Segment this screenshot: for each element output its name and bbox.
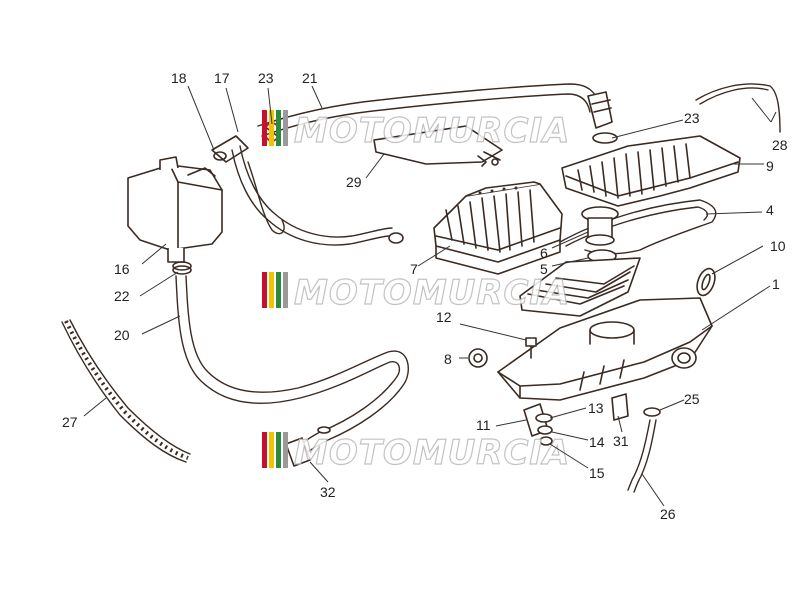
reservoir-tank — [127, 156, 223, 263]
watermark-middle: MOTOMURCIA — [262, 272, 570, 314]
callout-1: 1 — [772, 276, 780, 292]
watermark-stripe-red — [262, 110, 267, 146]
hose-clamp-lower — [172, 261, 192, 275]
callout-labels: 18 17 23 21 29 23 28 9 4 10 1 6 5 7 16 2… — [62, 70, 788, 522]
watermark-stripe-yellow — [269, 110, 274, 146]
watermark-stripe-green — [276, 432, 281, 468]
callout-12: 12 — [436, 309, 452, 325]
callout-20: 20 — [114, 327, 130, 343]
callout-31: 31 — [613, 433, 629, 449]
callout-7: 7 — [410, 261, 418, 277]
lid-gasket — [559, 199, 717, 255]
watermark-stripe-grey — [283, 110, 288, 146]
watermark-stripe-grey — [283, 272, 288, 308]
watermark-text: MOTOMURCIA — [294, 433, 570, 473]
callout-11: 11 — [476, 417, 491, 433]
hose-end-fitting — [285, 426, 331, 467]
drain-tube — [627, 407, 661, 493]
mounting-hardware — [523, 393, 629, 446]
callout-27: 27 — [62, 414, 78, 430]
callout-21: 21 — [302, 70, 318, 86]
callout-14: 14 — [589, 434, 605, 450]
callout-4: 4 — [766, 202, 774, 218]
screw — [525, 337, 537, 359]
callout-22: 22 — [114, 288, 130, 304]
grommet — [468, 348, 488, 368]
callout-32: 32 — [320, 484, 336, 500]
watermark-stripe-yellow — [269, 272, 274, 308]
callout-23-left: 23 — [258, 70, 274, 86]
breather-hose — [257, 83, 613, 137]
callout-6: 6 — [540, 245, 548, 261]
watermark-text: MOTOMURCIA — [294, 273, 570, 313]
mounting-bracket — [373, 125, 503, 167]
callout-25: 25 — [684, 391, 700, 407]
callout-13: 13 — [588, 400, 604, 416]
small-cable — [695, 83, 781, 133]
airbox-body — [497, 297, 713, 401]
watermark-text: MOTOMURCIA — [294, 111, 570, 151]
callout-9: 9 — [766, 158, 774, 174]
watermark-top: MOTOMURCIA — [262, 110, 570, 152]
watermark-stripe-red — [262, 432, 267, 468]
callout-29: 29 — [346, 174, 362, 190]
watermark-stripe-green — [276, 272, 281, 308]
ring-seal — [696, 267, 716, 297]
callout-26: 26 — [660, 506, 676, 522]
parts-drawing — [61, 83, 781, 493]
callout-10: 10 — [770, 238, 786, 254]
filter-element — [519, 257, 641, 317]
callout-23-right: 23 — [684, 110, 700, 126]
callout-5: 5 — [540, 261, 548, 277]
callout-18: 18 — [171, 70, 187, 86]
callout-28: 28 — [772, 137, 788, 153]
callout-15: 15 — [589, 465, 605, 481]
intake-plug — [581, 206, 619, 263]
tank-top-fittings — [211, 135, 404, 246]
watermark-stripe-green — [276, 110, 281, 146]
filter-housing-cover — [433, 181, 563, 275]
watermark-bottom: MOTOMURCIA — [262, 432, 570, 474]
leader-lines — [83, 85, 777, 507]
callout-8: 8 — [444, 351, 452, 367]
braided-hose — [61, 319, 191, 463]
watermark-stripe-red — [262, 272, 267, 308]
watermark-stripe-grey — [283, 432, 288, 468]
callout-16: 16 — [114, 261, 130, 277]
airbox-lid — [561, 132, 741, 207]
callout-17: 17 — [214, 70, 230, 86]
watermark-stripe-yellow — [269, 432, 274, 468]
